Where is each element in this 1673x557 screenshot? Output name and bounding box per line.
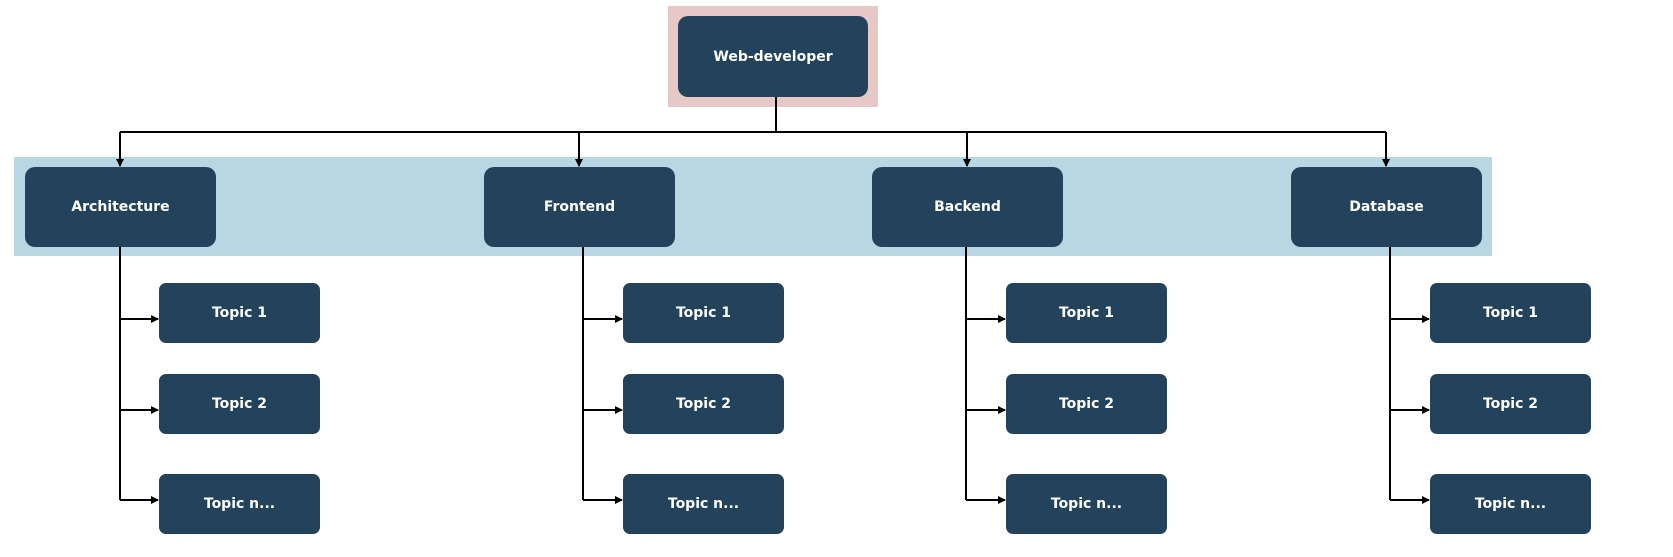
topic-node-architecture-n[interactable]: Topic n... [159,474,320,534]
category-node-database[interactable]: Database [1291,167,1482,247]
root-node[interactable]: Web-developer [678,16,868,97]
topic-node-frontend-n[interactable]: Topic n... [623,474,784,534]
topic-node-architecture-2[interactable]: Topic 2 [159,374,320,434]
category-node-backend[interactable]: Backend [872,167,1063,247]
topic-node-frontend-1[interactable]: Topic 1 [623,283,784,343]
topic-node-backend-n[interactable]: Topic n... [1006,474,1167,534]
category-node-architecture[interactable]: Architecture [25,167,216,247]
topic-node-frontend-2[interactable]: Topic 2 [623,374,784,434]
category-band [14,157,1492,256]
topic-node-database-2[interactable]: Topic 2 [1430,374,1591,434]
topic-node-database-1[interactable]: Topic 1 [1430,283,1591,343]
topic-node-backend-1[interactable]: Topic 1 [1006,283,1167,343]
topic-node-architecture-1[interactable]: Topic 1 [159,283,320,343]
topic-node-database-n[interactable]: Topic n... [1430,474,1591,534]
topic-node-backend-2[interactable]: Topic 2 [1006,374,1167,434]
category-node-frontend[interactable]: Frontend [484,167,675,247]
